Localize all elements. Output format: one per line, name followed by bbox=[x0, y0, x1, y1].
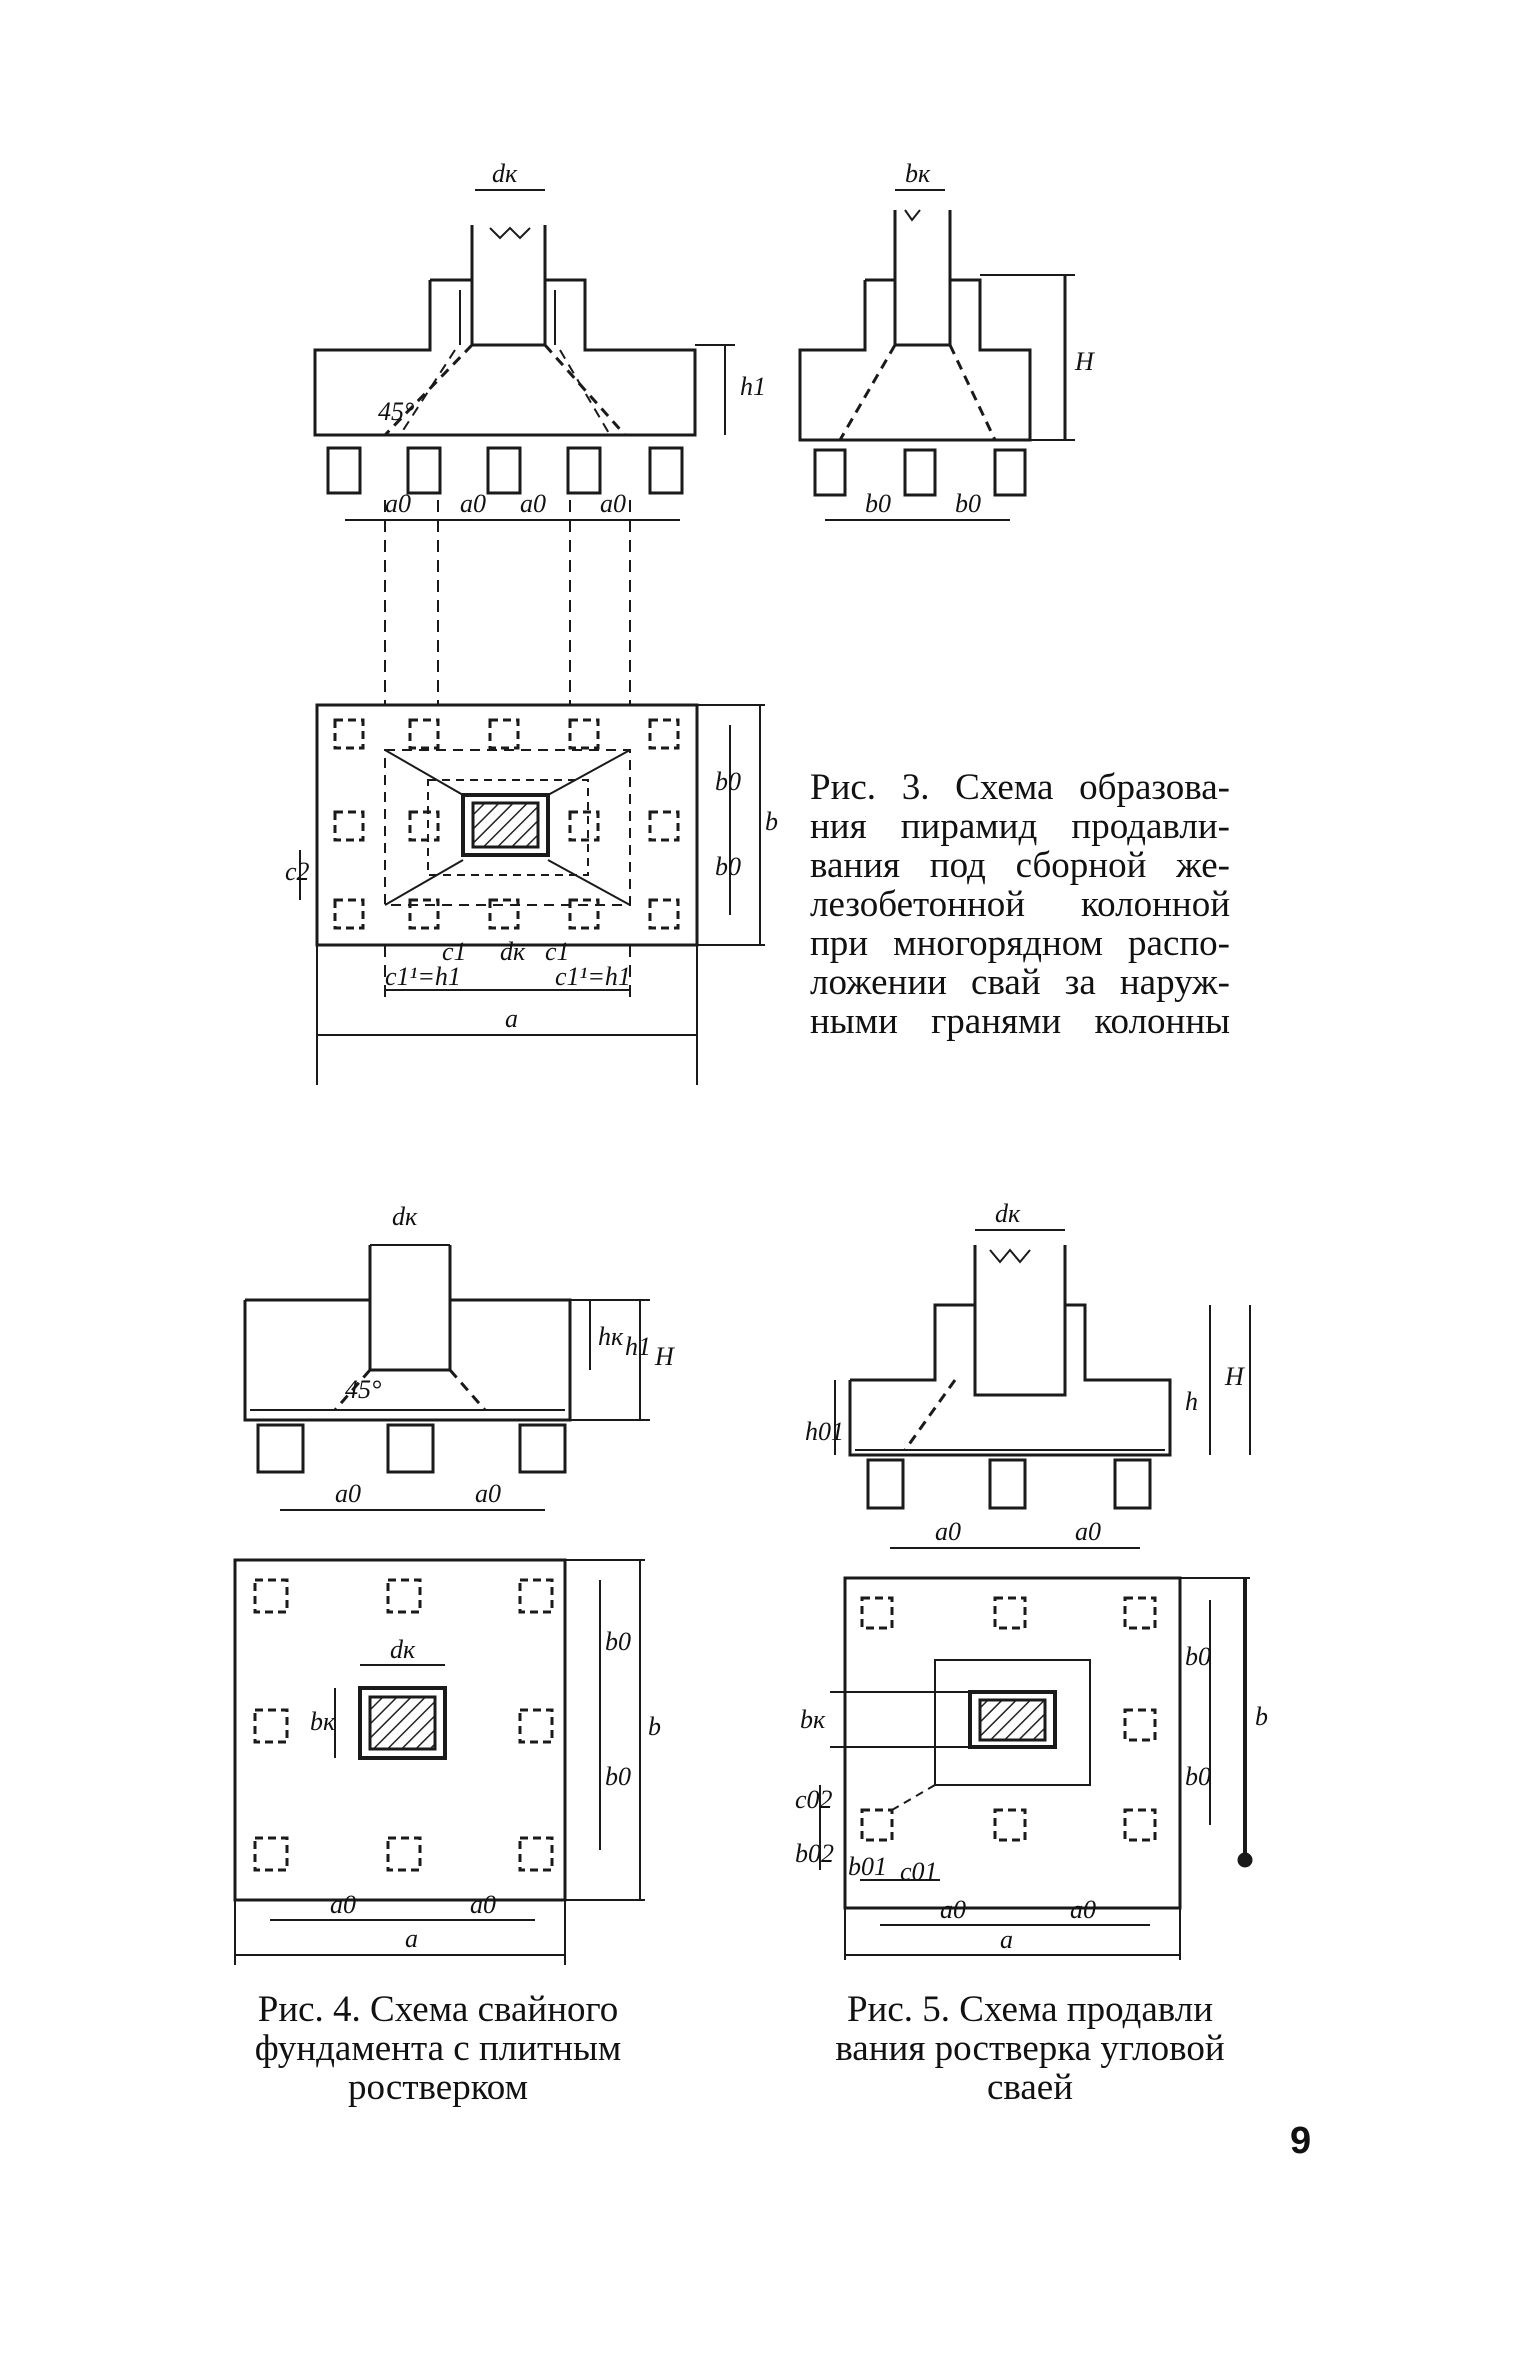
fig3-label-c1h1-right: c1¹=h1 bbox=[555, 962, 631, 991]
fig5-plan bbox=[819, 1576, 1253, 1960]
fig5-label-c02: c02 bbox=[795, 1785, 833, 1814]
fig5-caption-line: сваей bbox=[986, 2067, 1074, 2108]
fig3-plan bbox=[299, 500, 765, 1085]
fig4-label-a0-1: a0 bbox=[335, 1479, 361, 1508]
fig3-label-H: H bbox=[1074, 347, 1095, 376]
fig4-elevation bbox=[243, 1244, 650, 1511]
fig5-label-a0-1: a0 bbox=[935, 1517, 961, 1546]
fig3-label-a0-3: a0 bbox=[520, 489, 546, 518]
fig3-label-b0-2: b0 bbox=[715, 852, 741, 881]
fig4-label-dk: dк bbox=[392, 1202, 418, 1231]
fig4-caption-line: Рис. 4. Схема свайного bbox=[257, 1989, 619, 2030]
fig3-label-b0-side-1: b0 bbox=[865, 489, 891, 518]
fig5-label-a0-plan-1: a0 bbox=[940, 1895, 966, 1924]
fig3-caption-line: лезобетонной колонной bbox=[810, 884, 1230, 925]
fig4-label-a0-plan-1: a0 bbox=[330, 1890, 356, 1919]
fig5-label-b02: b02 bbox=[795, 1839, 834, 1868]
fig4-label-angle: 45° bbox=[345, 1375, 381, 1404]
fig5-caption-line: Рис. 5. Схема продавли bbox=[846, 1989, 1214, 2030]
fig4-label-a: a bbox=[405, 1924, 418, 1953]
fig3-caption-line: вания под сборной же- bbox=[810, 845, 1230, 886]
fig3-label-bk: bк bbox=[905, 159, 931, 188]
fig3-caption-line: Рис. 3. Схема образова- bbox=[810, 767, 1230, 808]
fig3-label-a0-1: a0 bbox=[385, 489, 411, 518]
fig5-label-bk: bк bbox=[800, 1705, 826, 1734]
fig3-label-c1-right: c1 bbox=[545, 937, 570, 966]
fig5-label-h01: h01 bbox=[805, 1417, 844, 1446]
fig5-label-a0-plan-2: a0 bbox=[1070, 1895, 1096, 1924]
fig4-label-b: b bbox=[648, 1712, 661, 1741]
fig5-label-a: a bbox=[1000, 1925, 1013, 1954]
fig5-label-c01: c01 bbox=[900, 1857, 938, 1886]
fig3-label-dk: dк bbox=[492, 159, 518, 188]
fig4-caption-line: фундамента с плитным bbox=[254, 2028, 622, 2069]
fig5-caption: Рис. 5. Схема продавли вания ростверка у… bbox=[800, 1990, 1260, 2107]
fig4-caption: Рис. 4. Схема свайного фундамента с плит… bbox=[218, 1990, 658, 2107]
fig4-label-b0-2: b0 bbox=[605, 1762, 631, 1791]
fig3-label-b0-side-2: b0 bbox=[955, 489, 981, 518]
fig3-label-c1-left: c1 bbox=[442, 937, 467, 966]
fig4-caption-line: ростверком bbox=[348, 2067, 528, 2108]
fig3-label-angle: 45° bbox=[378, 397, 414, 426]
fig3-label-b0-1: b0 bbox=[715, 767, 741, 796]
page-number: 9 bbox=[1290, 2120, 1312, 2162]
fig4-label-a0-2: a0 bbox=[475, 1479, 501, 1508]
fig4-label-b0-1: b0 bbox=[605, 1627, 631, 1656]
fig4-label-a0-plan-2: a0 bbox=[470, 1890, 496, 1919]
fig4-label-bk: bк bbox=[310, 1707, 336, 1736]
fig3-caption: Рис. 3. Схема образова- ния пирамид прод… bbox=[810, 768, 1230, 1041]
fig3-label-c1h1-left: c1¹=h1 bbox=[385, 962, 461, 991]
fig3-elevation-side bbox=[798, 189, 1075, 521]
fig3-caption-line: ными гранями колонны bbox=[810, 1001, 1230, 1042]
fig5-label-b01: b01 bbox=[848, 1852, 887, 1881]
fig3-label-b: b bbox=[765, 807, 778, 836]
fig5-label-b0-1: b0 bbox=[1185, 1642, 1211, 1671]
fig3-label-h1: h1 bbox=[740, 372, 766, 401]
fig4-label-dk-plan: dк bbox=[390, 1635, 416, 1664]
fig3-label-a0-2: a0 bbox=[460, 489, 486, 518]
fig3-caption-line: ложении свай за наруж- bbox=[810, 962, 1230, 1003]
fig5-label-H: H bbox=[1224, 1362, 1245, 1391]
fig5-label-b0-2: b0 bbox=[1185, 1762, 1211, 1791]
fig4-label-hk: hк bbox=[598, 1322, 624, 1351]
fig3-label-a0-4: a0 bbox=[600, 489, 626, 518]
fig3-label-a: a bbox=[505, 1004, 518, 1033]
fig5-caption-line: вания ростверка угловой bbox=[835, 2028, 1225, 2069]
fig3-label-c2: c2 bbox=[285, 857, 310, 886]
fig5-elevation bbox=[834, 1229, 1251, 1549]
fig4-plan bbox=[233, 1558, 645, 1965]
fig4-label-h1: h1 bbox=[625, 1332, 651, 1361]
fig3-elevation-main bbox=[313, 189, 735, 521]
fig4-label-H: H bbox=[654, 1342, 675, 1371]
fig5-label-dk: dк bbox=[995, 1199, 1021, 1228]
fig3-caption-line: при многорядном распо- bbox=[810, 923, 1230, 964]
fig5-label-h: h bbox=[1185, 1387, 1198, 1416]
fig5-label-a0-2: a0 bbox=[1075, 1517, 1101, 1546]
fig5-label-b: b bbox=[1255, 1702, 1268, 1731]
fig3-label-dk-plan: dк bbox=[500, 937, 526, 966]
fig3-caption-line: ния пирамид продавли- bbox=[810, 806, 1230, 847]
